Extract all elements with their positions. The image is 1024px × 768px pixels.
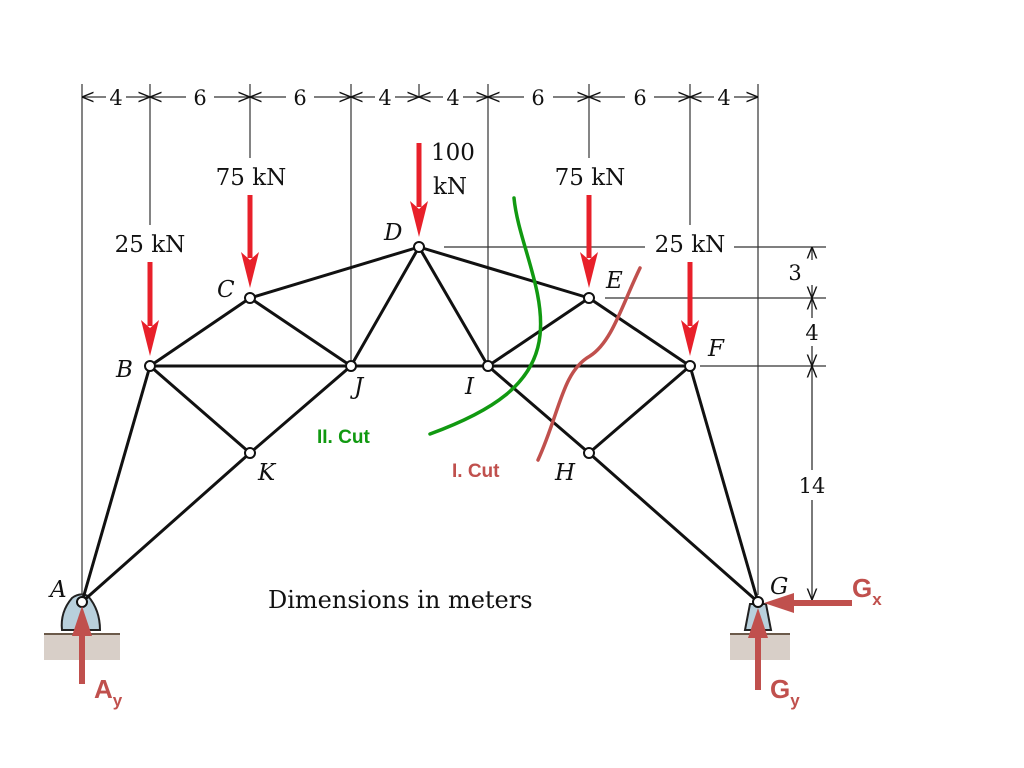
member-cj (248, 296, 353, 368)
load-label-b: 25 kN (115, 232, 186, 258)
dim-label-v1: 3 (788, 261, 801, 285)
load-label-e: 75 kN (555, 165, 626, 191)
load-label-f: 25 kN (655, 232, 726, 258)
load-arrow-f (681, 262, 699, 356)
dim-label-h3: 6 (293, 86, 306, 110)
load-arrow-d (410, 143, 428, 237)
member-hf (587, 364, 692, 455)
member-jd (349, 245, 421, 368)
load-arrow-e (580, 195, 598, 288)
joint-a (76, 596, 88, 608)
load-arrows (141, 143, 699, 356)
node-label-e: E (605, 268, 623, 294)
member-hg (587, 451, 760, 604)
member-kj (248, 364, 353, 455)
cut-label-2: II. Cut (317, 427, 370, 448)
member-ih (486, 364, 591, 455)
dim-label-h2: 6 (193, 86, 206, 110)
section-cut-1 (536, 266, 642, 462)
member-cd (248, 245, 421, 300)
truss-joints (76, 241, 764, 608)
cut-label-1: I. Cut (452, 461, 500, 482)
reaction-gx-arrow (764, 593, 852, 613)
node-label-b: B (115, 357, 133, 383)
member-de (417, 245, 591, 300)
load-arrow-c (241, 195, 259, 288)
member-ab (80, 364, 152, 604)
vertical-extension-lines (444, 246, 826, 367)
joint-e (583, 292, 595, 304)
dim-label-h5: 4 (446, 86, 459, 110)
dim-label-h4: 4 (378, 86, 391, 110)
reaction-label-ay: Ay (94, 674, 123, 710)
reaction-label-gy: Gy (770, 674, 800, 710)
member-ak (80, 451, 252, 604)
node-label-a: A (48, 577, 67, 603)
member-ie (486, 296, 591, 368)
dim-label-v2: 4 (805, 321, 818, 345)
member-bc (148, 296, 252, 368)
joint-f (684, 360, 696, 372)
joint-i (482, 360, 494, 372)
load-arrow-b (141, 262, 159, 356)
node-label-h: H (554, 460, 576, 486)
load-label-d-line1: 100 (431, 140, 475, 166)
node-label-c: C (217, 277, 235, 303)
joint-k (244, 447, 256, 459)
member-fg (688, 364, 760, 604)
dimensions-caption: Dimensions in meters (268, 586, 533, 614)
node-label-g: G (770, 574, 788, 600)
member-di (417, 245, 490, 368)
dim-label-h7: 6 (633, 86, 646, 110)
node-label-k: K (257, 460, 277, 486)
dim-label-h1: 4 (109, 86, 122, 110)
reaction-label-gx: Gx (852, 573, 882, 609)
dim-label-h6: 6 (531, 86, 544, 110)
dim-label-h8: 4 (717, 86, 730, 110)
truss-members (80, 245, 760, 604)
node-label-f: F (707, 336, 725, 362)
member-bk (148, 364, 252, 455)
reaction-gy-arrow (748, 608, 768, 690)
node-label-j: J (350, 374, 365, 400)
joint-d (413, 241, 425, 253)
reaction-ay-arrow (72, 606, 92, 684)
section-cut-2 (428, 196, 543, 436)
joint-h (583, 447, 595, 459)
load-label-d-line2: kN (433, 174, 467, 200)
joint-j (345, 360, 357, 372)
node-label-i: I (464, 374, 475, 400)
member-ef (587, 296, 692, 368)
dim-label-v3: 14 (799, 474, 826, 498)
node-label-d: D (383, 220, 402, 246)
load-label-c: 75 kN (216, 165, 287, 191)
joint-c (244, 292, 256, 304)
joint-b (144, 360, 156, 372)
joint-g (752, 596, 764, 608)
dimension-extension-lines (81, 84, 759, 595)
